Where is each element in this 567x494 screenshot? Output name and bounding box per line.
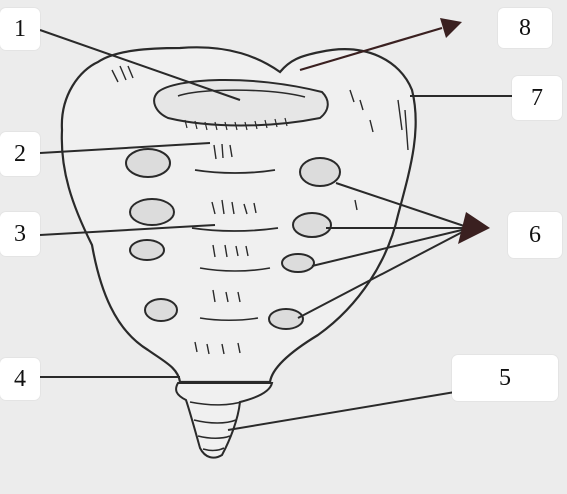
leader-line-5 <box>228 392 455 430</box>
arrowhead-6 <box>458 212 490 244</box>
coccyx <box>176 383 272 458</box>
label-7: 7 <box>512 76 562 120</box>
arrowhead-8 <box>440 18 462 38</box>
label-2: 2 <box>0 132 40 176</box>
label-8: 8 <box>498 8 552 48</box>
label-6: 6 <box>508 212 562 258</box>
label-4: 4 <box>0 358 40 400</box>
right-foramen <box>269 309 303 329</box>
left-foramen <box>126 149 170 177</box>
label-3: 3 <box>0 212 40 256</box>
right-foramen <box>282 254 314 272</box>
right-foramen <box>300 158 340 186</box>
sacral-base <box>154 80 328 126</box>
left-foramen <box>145 299 177 321</box>
label-1: 1 <box>0 8 40 50</box>
label-5: 5 <box>452 355 558 401</box>
left-foramen <box>130 199 174 225</box>
left-foramen <box>130 240 164 260</box>
right-foramen <box>293 213 331 237</box>
